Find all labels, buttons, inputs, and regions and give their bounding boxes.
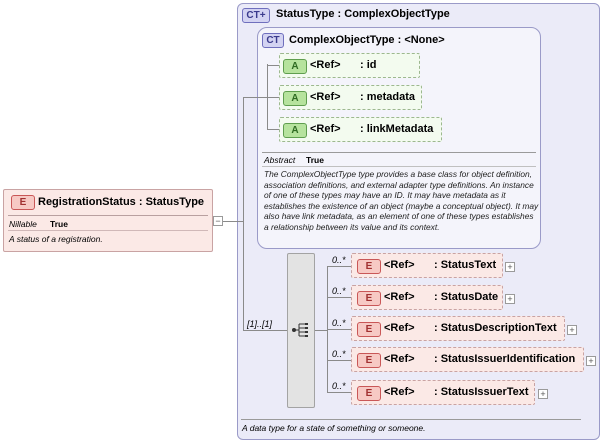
attribute-id[interactable]: A <Ref> : id: [279, 53, 420, 78]
sequence-branch: [315, 330, 327, 331]
attribute-icon: A: [283, 91, 307, 106]
sequence-branch: [327, 329, 351, 330]
element-icon: E: [357, 291, 381, 306]
element-ref: <Ref>: [384, 353, 415, 365]
registration-status-element[interactable]: E RegistrationStatus : StatusType Nillab…: [3, 189, 213, 252]
element-occurrence: 0..*: [332, 318, 346, 328]
divider: [262, 166, 536, 167]
element-icon: E: [357, 259, 381, 274]
divider: [8, 215, 208, 216]
element-name: : StatusIssuerIdentification: [434, 353, 576, 365]
element-name: : StatusDate: [434, 291, 499, 303]
complex-type-icon: CT: [262, 33, 284, 48]
abstract-label: Abstract: [264, 155, 296, 165]
sequence-branch: [327, 266, 351, 267]
element-ref: <Ref>: [384, 291, 415, 303]
element-name: : StatusDescriptionText: [434, 322, 557, 334]
element-ref: <Ref>: [384, 386, 415, 398]
element-icon: E: [357, 322, 381, 337]
attribute-connector: [257, 97, 267, 98]
complex-object-type-description: The ComplexObjectType type provides a ba…: [264, 169, 539, 232]
nillable-value: True: [50, 219, 68, 229]
plus-icon[interactable]: +: [538, 389, 548, 399]
attribute-connector: [267, 129, 279, 130]
status-type-title: StatusType : ComplexObjectType: [276, 8, 450, 20]
attribute-name: : id: [360, 59, 377, 71]
nillable-label: Nillable: [9, 219, 37, 229]
type-connector: [243, 97, 244, 330]
element-occurrence: 0..*: [332, 381, 346, 391]
abstract-value: True: [306, 155, 324, 165]
element-icon: E: [357, 386, 381, 401]
minus-icon[interactable]: −: [213, 216, 223, 226]
attribute-link-metadata[interactable]: A <Ref> : linkMetadata: [279, 117, 442, 142]
type-connector: [243, 97, 257, 98]
element-ref: <Ref>: [384, 322, 415, 334]
element-icon: E: [357, 353, 381, 368]
element-name: : StatusIssuerText: [434, 386, 529, 398]
element-status-description-text[interactable]: E <Ref> : StatusDescriptionText: [351, 316, 565, 341]
complex-object-type-title: ComplexObjectType : <None>: [289, 34, 445, 46]
element-occurrence: 0..*: [332, 349, 346, 359]
sequence-compositor[interactable]: [287, 253, 315, 408]
plus-icon[interactable]: +: [505, 294, 515, 304]
attribute-ref: <Ref>: [310, 59, 341, 71]
status-type-description: A data type for a state of something or …: [242, 423, 426, 433]
divider: [262, 152, 536, 153]
attribute-ref: <Ref>: [310, 91, 341, 103]
element-name: : StatusText: [434, 259, 497, 271]
attribute-metadata[interactable]: A <Ref> : metadata: [279, 85, 422, 110]
registration-status-title: RegistrationStatus : StatusType: [38, 196, 205, 208]
element-status-text[interactable]: E <Ref> : StatusText: [351, 253, 503, 278]
sequence-compositor-icon: [292, 323, 308, 337]
sequence-branch: [327, 297, 351, 298]
attribute-name: : linkMetadata: [360, 123, 434, 135]
type-connector: [223, 221, 243, 222]
element-ref: <Ref>: [384, 259, 415, 271]
attribute-connector: [267, 97, 279, 98]
registration-status-description: A status of a registration.: [9, 234, 103, 244]
attribute-name: : metadata: [360, 91, 416, 103]
plus-icon[interactable]: +: [586, 356, 596, 366]
element-icon: E: [11, 195, 35, 210]
attribute-icon: A: [283, 123, 307, 138]
sequence-branch: [327, 392, 351, 393]
element-status-issuer-text[interactable]: E <Ref> : StatusIssuerText: [351, 380, 535, 405]
divider: [8, 230, 208, 231]
sequence-occurrence: [1]..[1]: [247, 319, 273, 329]
sequence-branch: [327, 360, 351, 361]
attribute-icon: A: [283, 59, 307, 74]
element-occurrence: 0..*: [332, 286, 346, 296]
sequence-connector: [243, 330, 287, 331]
plus-icon[interactable]: +: [567, 325, 577, 335]
element-status-issuer-identification[interactable]: E <Ref> : StatusIssuerIdentification: [351, 347, 584, 372]
element-occurrence: 0..*: [332, 255, 346, 265]
element-status-date[interactable]: E <Ref> : StatusDate: [351, 285, 503, 310]
plus-icon[interactable]: +: [505, 262, 515, 272]
divider: [241, 419, 581, 420]
complex-type-extension-icon: CT+: [242, 8, 270, 23]
attribute-ref: <Ref>: [310, 123, 341, 135]
attribute-connector: [267, 65, 279, 66]
